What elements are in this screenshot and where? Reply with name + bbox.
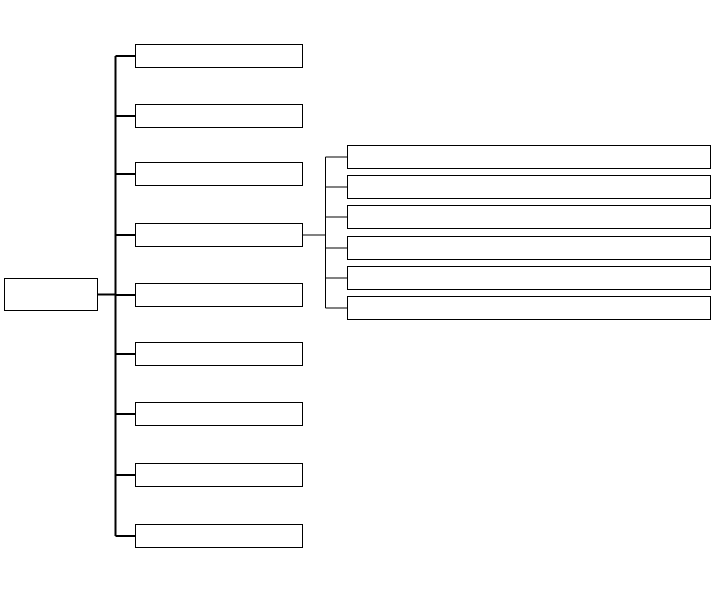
level1-node-8-box bbox=[135, 463, 303, 487]
level1-node-7-box bbox=[135, 402, 303, 426]
level2-node-2-box bbox=[347, 175, 711, 199]
level2-node-1-box bbox=[347, 145, 711, 169]
level2-node-6-box bbox=[347, 296, 711, 320]
root-node bbox=[4, 278, 98, 311]
level2-node-6 bbox=[347, 296, 711, 320]
level2-node-5 bbox=[347, 266, 711, 290]
level2-node-4 bbox=[347, 236, 711, 260]
level1-node-2 bbox=[135, 104, 303, 128]
level1-node-5-box bbox=[135, 283, 303, 307]
level2-node-5-box bbox=[347, 266, 711, 290]
level1-node-6-box bbox=[135, 342, 303, 366]
level1-node-9-box bbox=[135, 524, 303, 548]
level1-node-3-box bbox=[135, 162, 303, 186]
level1-node-4 bbox=[135, 223, 303, 247]
level1-node-9 bbox=[135, 524, 303, 548]
level2-node-4-box bbox=[347, 236, 711, 260]
level2-node-3 bbox=[347, 205, 711, 229]
root-node-box bbox=[4, 278, 98, 311]
level1-node-6 bbox=[135, 342, 303, 366]
level1-node-4-box bbox=[135, 223, 303, 247]
level1-node-8 bbox=[135, 463, 303, 487]
level2-node-2 bbox=[347, 175, 711, 199]
nodes bbox=[4, 44, 711, 548]
level1-node-1-box bbox=[135, 44, 303, 68]
level1-node-2-box bbox=[135, 104, 303, 128]
level2-node-1 bbox=[347, 145, 711, 169]
level1-node-3 bbox=[135, 162, 303, 186]
connectors bbox=[97, 55, 348, 537]
level1-node-5 bbox=[135, 283, 303, 307]
level2-node-3-box bbox=[347, 205, 711, 229]
level1-node-1 bbox=[135, 44, 303, 68]
level1-node-7 bbox=[135, 402, 303, 426]
